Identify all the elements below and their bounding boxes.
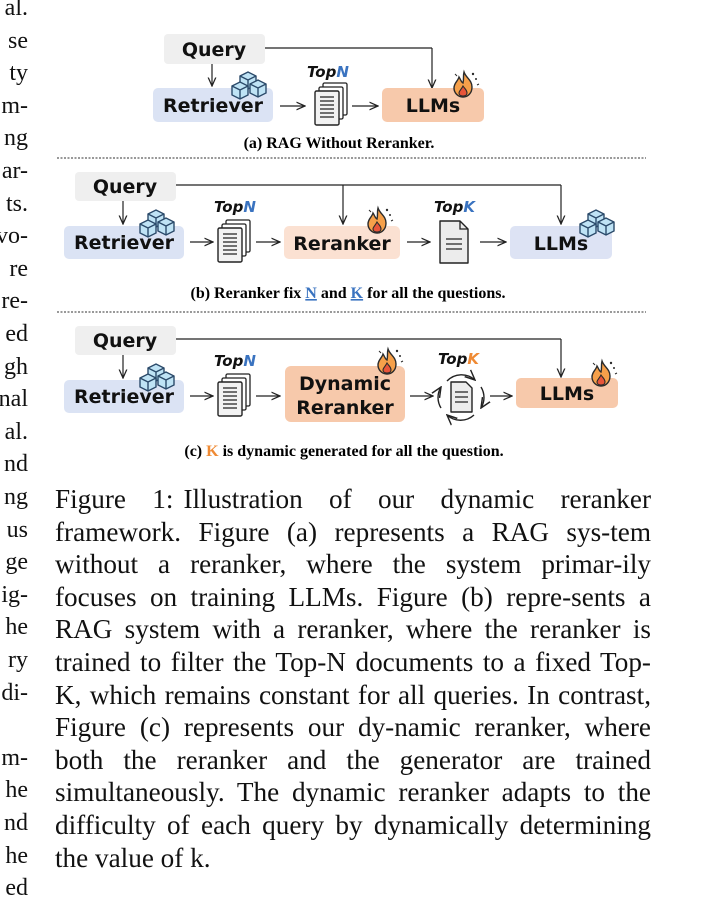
figure-caption-text: Illustration of our dynamic reranker fra… [55,484,651,873]
figure-label: Figure 1: [55,484,174,514]
dynamic-reranker-line2: Reranker [296,397,394,419]
document-stack-icon [217,219,251,263]
left-column-fragment: us [6,516,28,543]
left-column-text: al. se ty m-ng ar-ts. vo-re re-ed gh nal al. nd ng u… [0,0,30,905]
panel-a: Query Retriever TopN LLMs (a) RAG Withou… [153,34,484,152]
left-column-fragment: ts. [5,190,28,217]
retriever-label: Retriever [74,386,175,408]
left-column-fragment: al. [4,418,28,445]
retriever-label: Retriever [163,95,264,117]
document-stack-icon [314,82,348,126]
left-column-fragment: m- [1,744,28,771]
topn-label: TopN [214,198,256,216]
left-column-fragment: he [5,614,28,641]
left-column-fragment: ty [9,60,28,87]
query-label: Query [93,176,158,198]
left-column-fragment: ry [8,647,28,673]
left-column-fragment: di- [1,679,28,706]
left-column-fragment: nal [0,386,28,413]
reranker-box [284,226,400,259]
query-box [75,172,176,201]
left-column-fragment: ng [4,484,28,510]
dynamic-reranker-line1: Dynamic [299,373,391,395]
left-column-fragment: he [5,842,28,869]
query-box [164,34,265,64]
topn-label: TopN [307,63,349,81]
topk-label: TopK [438,350,480,368]
query-box [75,326,176,355]
left-column-fragment: ar- [1,158,28,184]
figure-diagram: Query Retriever TopN LLMs (a) RAG Withou… [57,34,646,460]
document-stack-icon [217,373,251,417]
left-column-fragment: al. [4,0,28,21]
left-column-fragment: vo- [0,223,28,250]
left-column-fragment: gh [4,353,28,380]
topk-label: TopK [434,198,476,216]
llms-label: LLMs [540,383,594,405]
subcaption-b: (b) Reranker fix N and K for all the que… [191,285,506,302]
panel-c: Query Retriever TopN Dynamic Reranker To… [64,326,618,460]
document-icon [439,220,469,264]
left-column-fragment: se [8,27,28,54]
llms-label: LLMs [534,233,588,255]
left-column-fragment: nd [4,451,28,478]
left-column-fragment: ed [5,875,28,902]
dynamic-reranker-box [285,366,405,422]
left-column-fragment: ed [5,321,28,347]
document-cycle-icon [438,375,484,420]
left-column-fragment: ng [4,125,28,152]
llms-label: LLMs [406,95,460,117]
reranker-label: Reranker [293,233,391,255]
left-column-fragment: re- [1,288,28,315]
query-label: Query [182,39,247,61]
left-column-fragment: nd [4,810,28,836]
panel-b: Query Retriever TopN Reranker TopK LLMs … [64,172,615,302]
retriever-label: Retriever [74,232,175,254]
topn-label: TopN [214,352,256,370]
left-column-fragment: ig- [1,581,28,608]
figure-caption: Figure 1:Illustration of our dynamic rer… [55,483,651,874]
query-label: Query [93,330,158,352]
left-column-fragment: m- [1,92,28,119]
subcaption-a: (a) RAG Without Reranker. [244,135,435,152]
left-column-fragment: re [9,255,28,282]
left-column-fragment: ge [5,549,28,576]
llms-box [516,378,618,408]
left-column-fragment: he [5,777,28,804]
subcaption-c: (c) K is dynamic generated for all the q… [184,443,503,460]
